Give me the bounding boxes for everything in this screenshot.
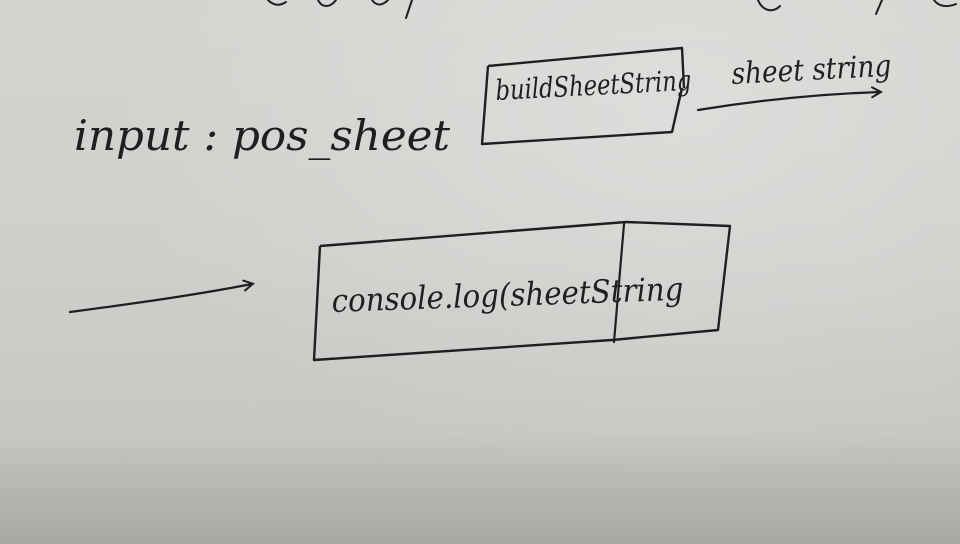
input-label: input : pos_sheet [74, 111, 450, 160]
log-box-divider [612, 222, 626, 344]
input-arrow [68, 284, 252, 314]
output-arrow [696, 92, 880, 112]
paper-shadow [0, 430, 960, 544]
function-box [480, 46, 686, 146]
log-box [312, 220, 732, 362]
function-box-label: buildSheetString [495, 64, 692, 107]
top-edge-scribbles [267, 0, 957, 19]
output-label: sheet string [731, 49, 893, 92]
log-box-label: console.log(sheetString [331, 270, 684, 320]
